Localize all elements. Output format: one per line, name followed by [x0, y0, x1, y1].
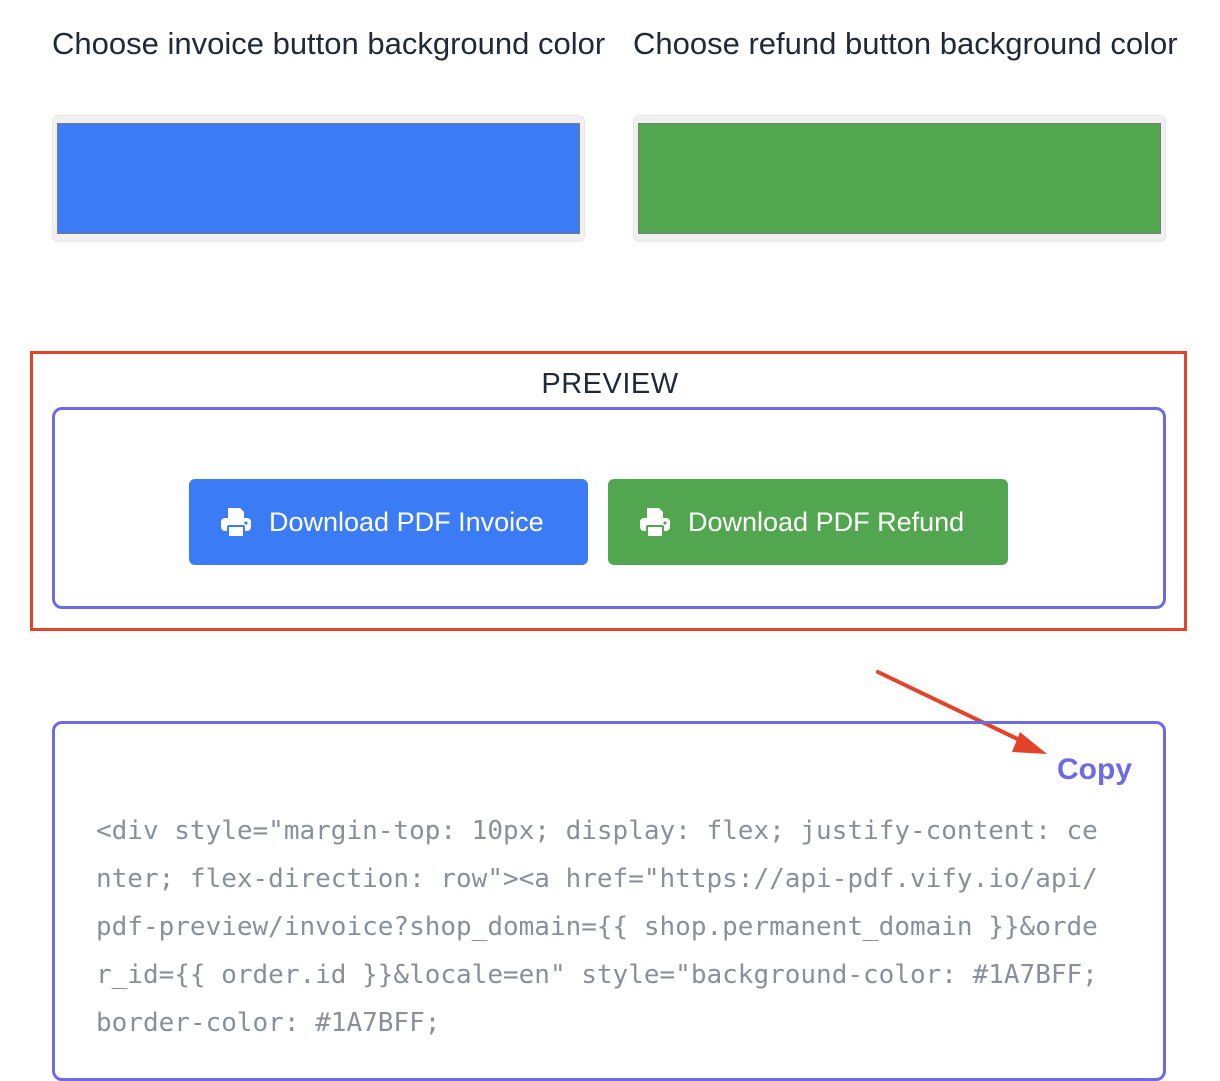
- printer-icon: [638, 505, 672, 539]
- printer-icon: [219, 505, 253, 539]
- refund-color-picker[interactable]: [633, 115, 1166, 242]
- copy-button[interactable]: Copy: [1057, 753, 1132, 786]
- invoice-color-picker[interactable]: [52, 115, 585, 242]
- download-pdf-invoice-button[interactable]: Download PDF Invoice: [189, 479, 588, 565]
- preview-highlight-box: [30, 351, 1187, 631]
- download-pdf-invoice-label: Download PDF Invoice: [269, 506, 544, 537]
- download-pdf-refund-button[interactable]: Download PDF Refund: [608, 479, 1008, 565]
- invoice-color-label: Choose invoice button background color: [52, 26, 606, 61]
- download-pdf-refund-label: Download PDF Refund: [688, 506, 965, 537]
- refund-color-swatch[interactable]: [638, 123, 1161, 234]
- embed-code-snippet: <div style="margin-top: 10px; display: f…: [96, 816, 1114, 1038]
- preview-frame: [52, 407, 1166, 609]
- refund-color-label: Choose refund button background color: [633, 26, 1178, 61]
- preview-title: PREVIEW: [541, 368, 679, 400]
- invoice-color-swatch[interactable]: [57, 123, 580, 234]
